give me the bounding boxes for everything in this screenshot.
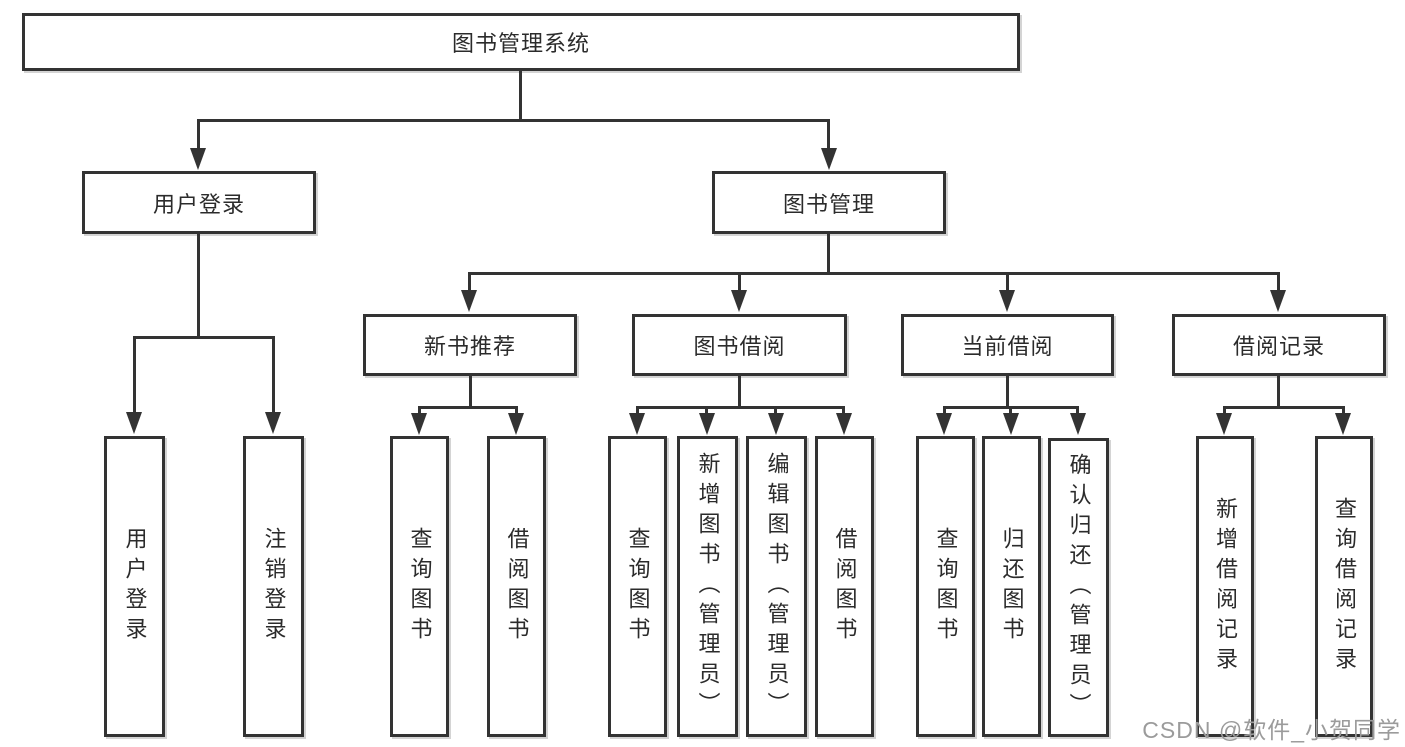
node-leaf-query-books-1: 查询图书 [390,436,449,737]
connector-line [705,406,708,416]
node-leaf-borrow-books-2: 借阅图书 [815,436,874,737]
connector-line [943,406,946,416]
node-new-book-recommend: 新书推荐 [363,314,577,376]
arrowhead-down-icon [1216,413,1232,435]
arrowhead-down-icon [936,413,952,435]
watermark: CSDN @软件_小贺同学 [1142,717,1401,743]
connector-line [1076,406,1079,416]
connector-line [468,272,471,294]
arrowhead-down-icon [699,413,715,435]
connector-line [738,272,741,294]
connector-line [515,406,518,416]
connector-line [1009,406,1012,416]
connector-line [842,406,845,416]
arrowhead-down-icon [1335,413,1351,435]
node-leaf-query-books-3: 查询图书 [916,436,975,737]
connector-line [272,336,275,414]
connector-line [197,119,200,152]
node-book-management: 图书管理 [712,171,946,234]
node-leaf-logout: 注销登录 [243,436,304,737]
node-leaf-query-borrow-record: 查询借阅记录 [1315,436,1373,737]
connector-line [519,70,522,121]
node-leaf-confirm-return-admin: 确认归还（管理员） [1048,438,1109,737]
connector-line [738,376,741,408]
connector-line [636,406,845,409]
arrowhead-down-icon [1070,413,1086,435]
connector-line [418,406,518,409]
connector-line [1006,272,1009,294]
arrowhead-down-icon [461,290,477,312]
connector-line [133,336,274,339]
connector-line [774,406,777,416]
arrowhead-down-icon [836,413,852,435]
node-current-borrowing: 当前借阅 [901,314,1114,376]
connector-line [197,119,830,122]
connector-line [827,234,830,274]
connector-line [418,406,421,416]
connector-line [1006,376,1009,408]
node-leaf-edit-book-admin: 编辑图书（管理员） [746,436,807,737]
arrowhead-down-icon [1270,290,1286,312]
connector-line [636,406,639,416]
arrowhead-down-icon [265,412,281,434]
arrowhead-down-icon [508,413,524,435]
node-leaf-return-book: 归还图书 [982,436,1041,737]
arrowhead-down-icon [821,148,837,170]
connector-line [1277,272,1280,294]
connector-line [1223,406,1345,409]
arrowhead-down-icon [768,413,784,435]
arrowhead-down-icon [190,148,206,170]
node-leaf-user-login: 用户登录 [104,436,165,737]
node-leaf-borrow-books-1: 借阅图书 [487,436,546,737]
arrowhead-down-icon [411,413,427,435]
node-leaf-add-book-admin: 新增图书（管理员） [677,436,738,737]
node-leaf-add-borrow-record: 新增借阅记录 [1196,436,1254,737]
connector-line [827,119,830,152]
connector-line [1223,406,1226,416]
connector-line [468,272,1280,275]
node-borrowing-records: 借阅记录 [1172,314,1386,376]
connector-line [469,376,472,408]
arrowhead-down-icon [999,290,1015,312]
node-leaf-query-books-2: 查询图书 [608,436,667,737]
node-library-system: 图书管理系统 [22,13,1020,71]
connector-line [197,234,200,338]
connector-line [1342,406,1345,416]
connector-line [133,336,136,414]
arrowhead-down-icon [629,413,645,435]
arrowhead-down-icon [126,412,142,434]
node-user-login: 用户登录 [82,171,316,234]
node-book-borrowing: 图书借阅 [632,314,847,376]
arrowhead-down-icon [1003,413,1019,435]
connector-line [1277,376,1280,408]
arrowhead-down-icon [731,290,747,312]
